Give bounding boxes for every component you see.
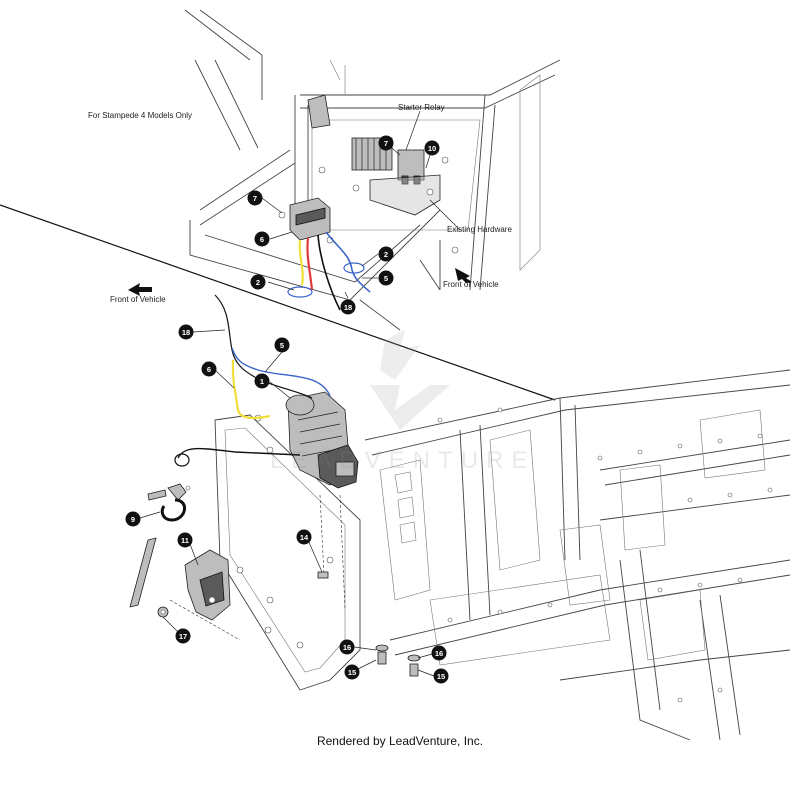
svg-text:14: 14 xyxy=(300,533,309,542)
callout-6-upper: 6 xyxy=(254,231,270,247)
svg-text:11: 11 xyxy=(181,536,189,545)
callout-18-upper: 18 xyxy=(340,299,356,315)
callout-2-upper-right: 2 xyxy=(378,246,394,262)
callout-18-lower: 18 xyxy=(178,324,194,340)
front-of-vehicle-lower: Front of Vehicle xyxy=(110,295,166,304)
svg-text:5: 5 xyxy=(280,341,284,350)
svg-text:10: 10 xyxy=(428,144,436,153)
section-divider xyxy=(0,204,556,401)
svg-text:7: 7 xyxy=(253,194,257,203)
callout-15-left: 15 xyxy=(344,664,360,680)
svg-text:6: 6 xyxy=(207,365,211,374)
chassis-frame xyxy=(364,369,791,741)
starter-relay xyxy=(352,149,441,216)
callout-17: 17 xyxy=(175,628,191,644)
winch-assembly xyxy=(254,391,359,489)
callout-16-left: 16 xyxy=(339,639,355,655)
upper-wiring xyxy=(287,231,371,311)
hook-strap xyxy=(129,537,157,608)
svg-text:6: 6 xyxy=(260,235,264,244)
winch-cable xyxy=(174,447,301,467)
callout-16-right: 16 xyxy=(431,645,447,661)
callout-9: 9 xyxy=(125,511,141,527)
svg-text:5: 5 xyxy=(384,274,388,283)
front-bumper xyxy=(214,414,361,691)
existing-hardware-label: Existing Hardware xyxy=(447,225,512,234)
footer-credit: Rendered by LeadVenture, Inc. xyxy=(317,734,483,748)
svg-text:15: 15 xyxy=(437,672,445,681)
front-of-vehicle-upper: Front of Vehicle xyxy=(443,280,499,289)
winch-hook xyxy=(147,483,191,522)
svg-text:9: 9 xyxy=(131,515,135,524)
svg-text:18: 18 xyxy=(182,328,190,337)
front-arrow-lower-icon xyxy=(128,283,152,296)
callout-14: 14 xyxy=(296,529,312,545)
lock-nut xyxy=(157,606,169,618)
lower-wiring xyxy=(214,294,331,420)
callout-7-upper-right: 7 xyxy=(378,135,394,151)
callout-1: 1 xyxy=(254,373,270,389)
front-arrow-upper-icon xyxy=(455,268,472,283)
fairlead-bracket xyxy=(169,549,241,641)
svg-text:16: 16 xyxy=(343,643,351,652)
callout-5-lower: 5 xyxy=(274,337,290,353)
callout-15-right: 15 xyxy=(433,668,449,684)
svg-text:2: 2 xyxy=(256,278,260,287)
svg-text:1: 1 xyxy=(260,377,264,386)
svg-text:18: 18 xyxy=(344,303,352,312)
starter-relay-label: Starter Relay xyxy=(398,103,445,112)
svg-text:2: 2 xyxy=(384,250,388,259)
callout-7-upper-left: 7 xyxy=(247,190,263,206)
callout-5-upper: 5 xyxy=(378,270,394,286)
callout-10: 10 xyxy=(424,140,440,156)
lower-leaders xyxy=(139,329,435,677)
svg-text:17: 17 xyxy=(179,632,187,641)
svg-text:7: 7 xyxy=(384,139,388,148)
svg-text:15: 15 xyxy=(348,668,356,677)
callout-6-lower: 6 xyxy=(201,361,217,377)
svg-text:LEADVENTURE: LEADVENTURE xyxy=(270,447,535,474)
callout-11: 11 xyxy=(177,532,193,548)
callout-bubbles: 7 10 7 6 2 2 5 18 18 5 6 1 9 11 14 17 16… xyxy=(125,135,449,684)
winch-relay xyxy=(278,197,331,241)
callout-2-upper-left: 2 xyxy=(250,274,266,290)
svg-text:16: 16 xyxy=(435,649,443,658)
watermark-logo: LEADVENTURE xyxy=(270,330,535,474)
model-note: For Stampede 4 Models Only xyxy=(88,111,192,120)
